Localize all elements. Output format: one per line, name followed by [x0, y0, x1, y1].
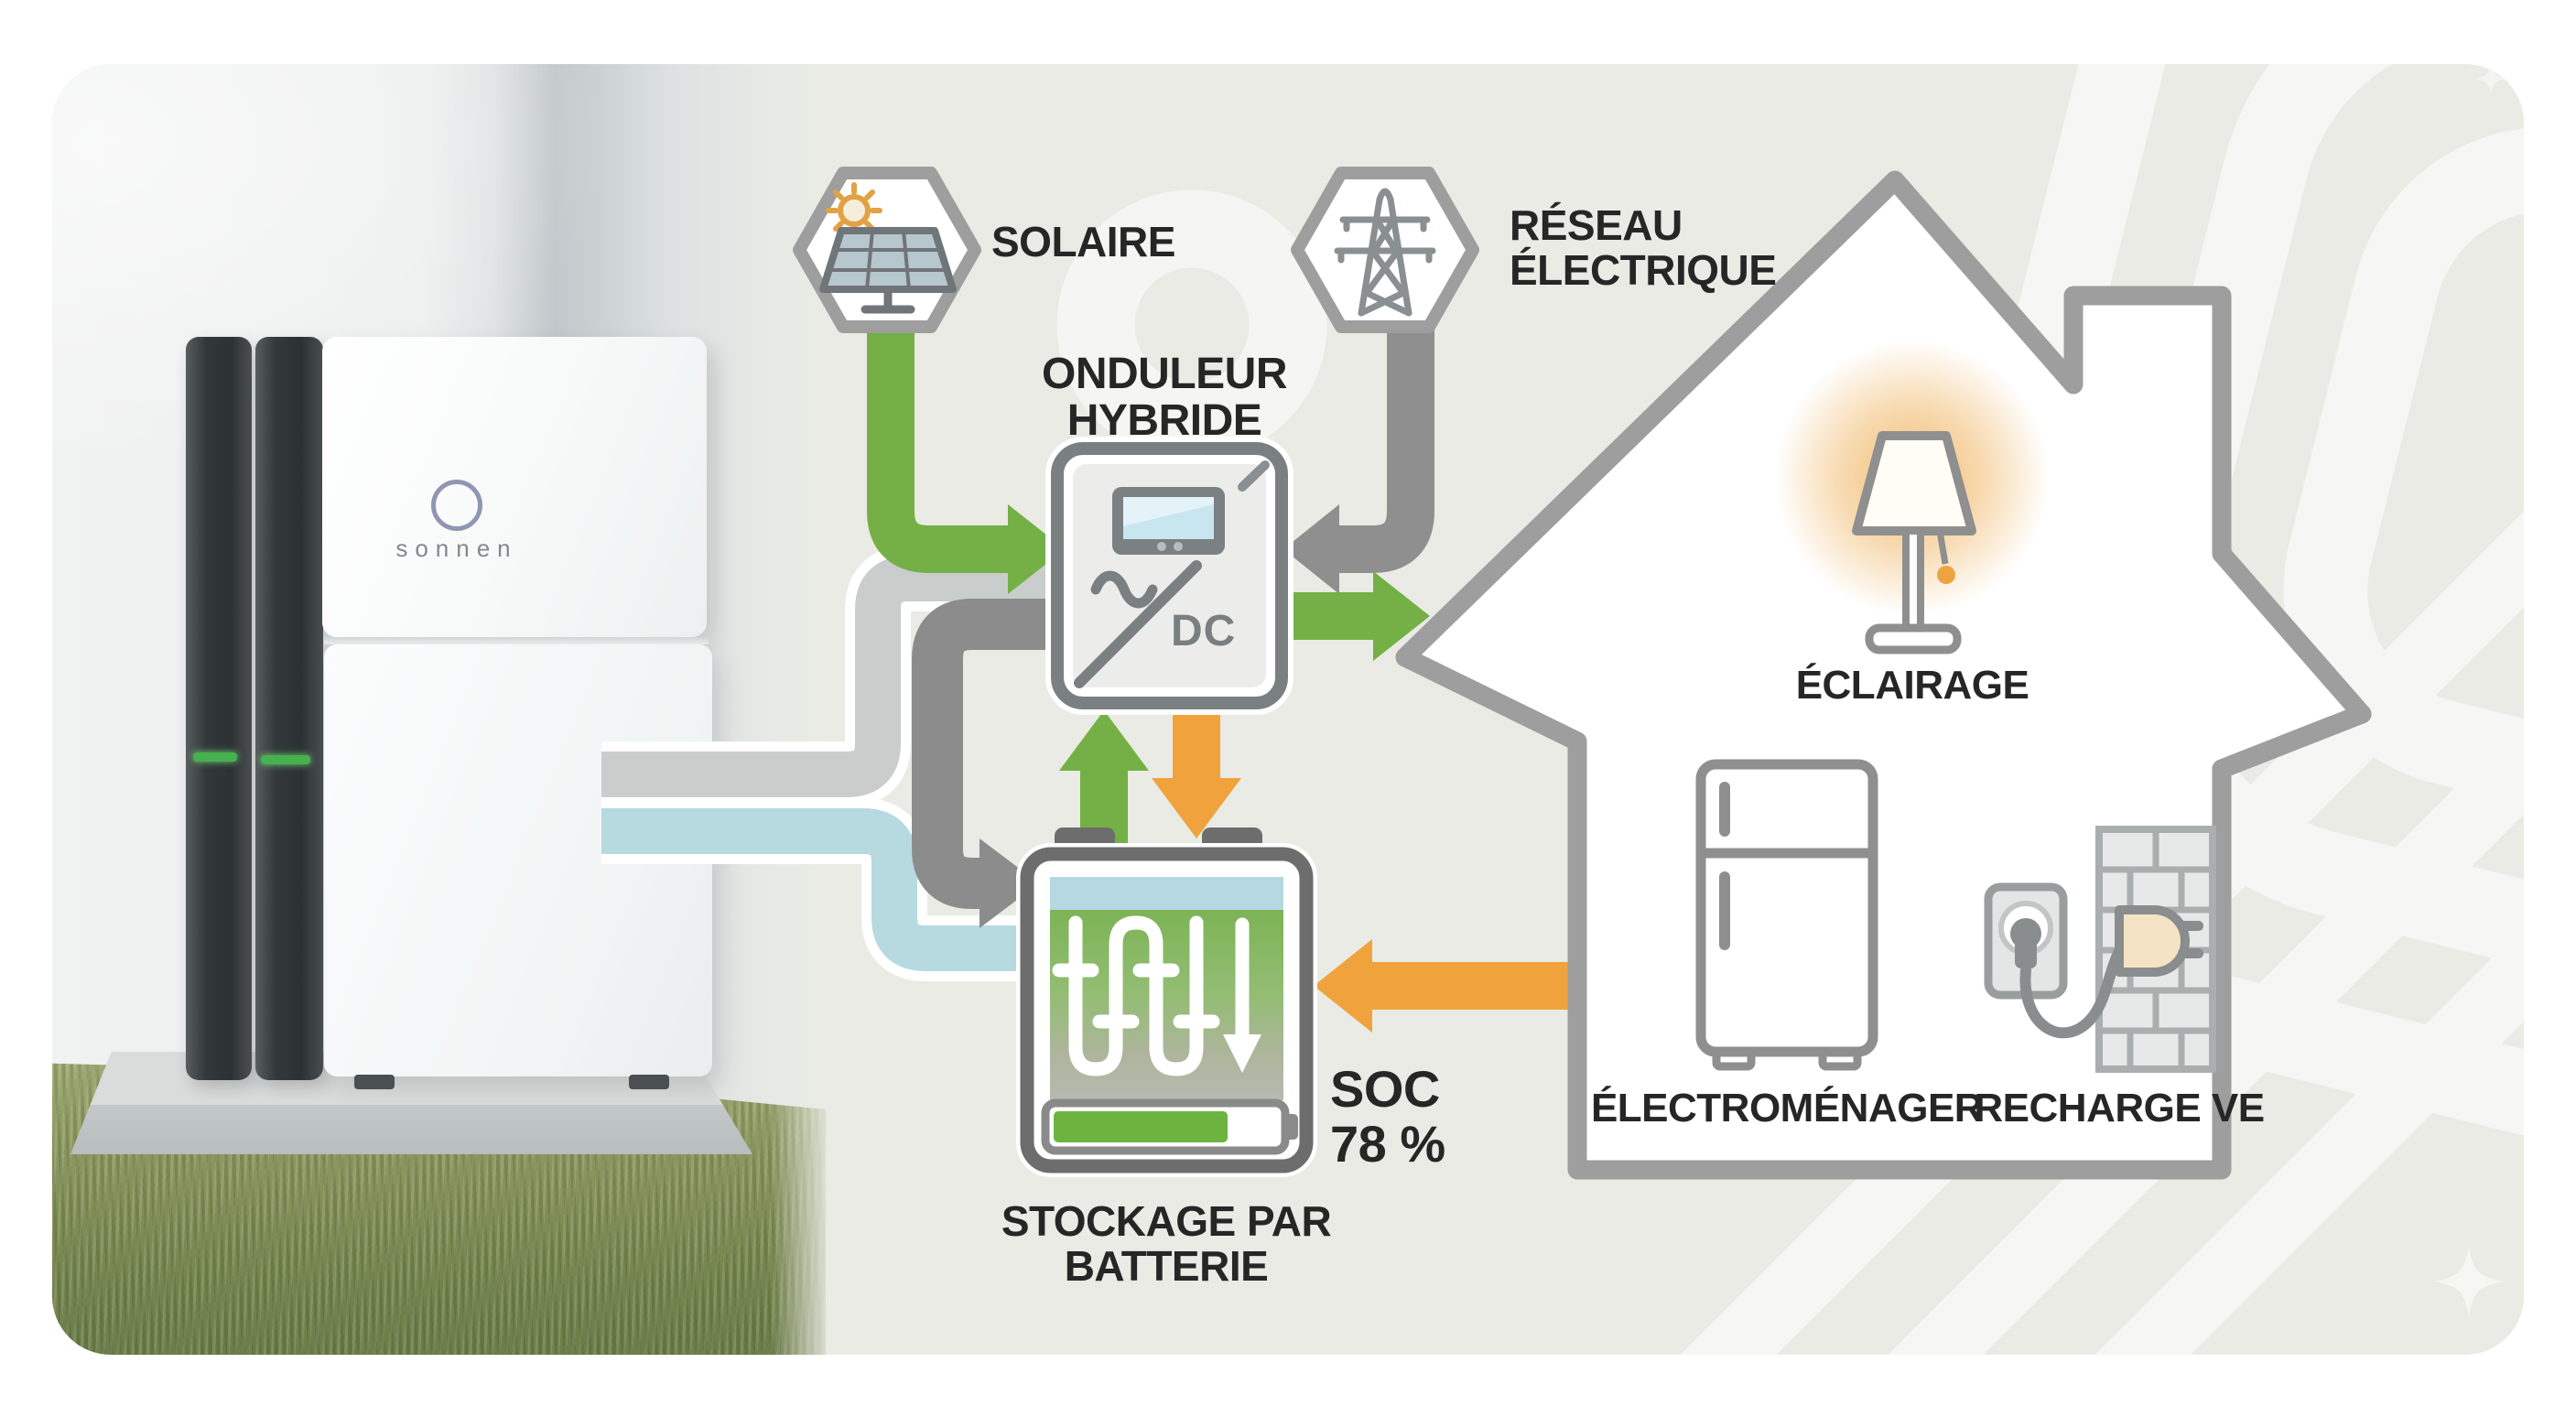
energy-flow-diagram [601, 64, 2524, 1355]
arrowhead [1152, 778, 1241, 838]
battery-storage-box [1016, 827, 1317, 1177]
soc-label: SOC 78 % [1330, 1060, 1445, 1173]
ev-cable [2019, 939, 2128, 1039]
battery-level-indicator [1041, 1098, 1298, 1155]
arrowhead [1059, 710, 1149, 771]
wall-outlet-icon [1984, 882, 2128, 1039]
unit-to-battery-pipe [601, 808, 1036, 971]
unit-led [193, 752, 237, 762]
table-lamp-icon [1775, 341, 2050, 654]
unit-side-column [255, 337, 323, 1080]
unit-led [261, 755, 310, 764]
house-to-battery-arrow [1314, 939, 1581, 1033]
solar-panel-icon [819, 227, 957, 314]
unit-top-panel [322, 337, 707, 637]
solar-to-inverter-arrow [867, 279, 1065, 594]
infographic-card: sonnen [52, 64, 2524, 1355]
inverter-to-battery-charge-pipe [912, 599, 1059, 928]
battery-label: STOCKAGE PAR BATTERIE [1001, 1197, 1332, 1290]
ev-label: RECHARGE VE [1974, 1086, 2265, 1130]
sparkle-icon [2474, 64, 2507, 95]
battery-nub [1285, 1114, 1298, 1140]
lighting-label: ÉCLAIRAGE [1795, 663, 2029, 708]
inverter-box [1045, 437, 1293, 715]
dc-label: DC [1171, 607, 1237, 655]
ac-wave-icon [1090, 570, 1158, 609]
unit-foot [354, 1075, 395, 1089]
refrigerator-icon [1695, 759, 1878, 1071]
solar-node [793, 167, 981, 333]
lamp-pull-knob [1937, 566, 1955, 584]
unit-to-inverter-pipe [601, 556, 1068, 797]
arrowhead [1314, 939, 1372, 1033]
ac-dc-symbol [1074, 560, 1202, 688]
corner-tick [1238, 460, 1270, 492]
appliances-label: ÉLECTROMÉNAGER [1590, 1086, 1984, 1130]
inverter-to-battery-arrow [1152, 703, 1241, 838]
arrowhead [980, 838, 1039, 928]
inverter-screen [1112, 487, 1225, 555]
arrowhead [1008, 504, 1065, 594]
battery-coil-icon [1052, 915, 1250, 1076]
sonnen-logo-icon [431, 480, 482, 531]
arrowhead [1373, 571, 1430, 661]
sparkle-icon [2434, 1247, 2504, 1316]
storage-pipes [601, 546, 1068, 981]
brand-wordmark: sonnen [395, 535, 518, 562]
inverter-label: ONDULEUR HYBRIDE [1042, 350, 1288, 445]
grid-to-inverter-arrow [1283, 279, 1434, 594]
grid-label: RÉSEAU ÉLECTRIQUE [1510, 201, 1777, 294]
arrowhead [1283, 504, 1339, 594]
transmission-tower-icon [1334, 188, 1436, 317]
inverter-to-house-arrow [1282, 571, 1430, 661]
unit-panel-divider [324, 637, 709, 644]
unit-side-column [186, 337, 252, 1080]
coil-arrowhead [1223, 1034, 1261, 1073]
ev-plug-icon [2115, 905, 2203, 977]
solar-label: SOLAIRE [991, 218, 1175, 265]
unit-foot [629, 1075, 669, 1089]
grid-node [1291, 167, 1479, 333]
battery-blue-strip [1050, 877, 1283, 910]
soc-fill [1054, 1111, 1228, 1142]
